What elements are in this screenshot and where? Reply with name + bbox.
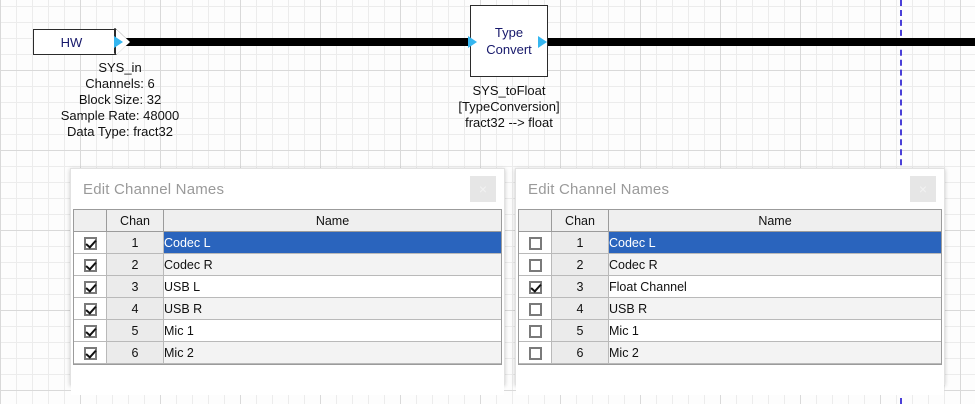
signal-wire-convert-out[interactable] — [544, 38, 975, 46]
row-checkbox-cell[interactable] — [519, 275, 552, 298]
table-row[interactable]: 5 Mic 1 — [519, 319, 941, 342]
row-checkbox-cell[interactable] — [74, 231, 107, 254]
row-chan-cell: 4 — [106, 297, 164, 320]
checkbox-icon[interactable] — [83, 324, 97, 338]
table-header-row: Chan Name — [74, 210, 501, 232]
close-icon[interactable]: × — [910, 176, 936, 202]
close-icon[interactable]: × — [470, 176, 496, 202]
row-checkbox-cell[interactable] — [74, 319, 107, 342]
row-checkbox-cell[interactable] — [519, 341, 552, 364]
row-chan-cell: 5 — [551, 319, 609, 342]
column-header-name[interactable]: Name — [608, 210, 941, 232]
row-checkbox-cell[interactable] — [74, 275, 107, 298]
checkbox-icon[interactable] — [83, 346, 97, 360]
dialog-title-right: Edit Channel Names — [528, 180, 670, 198]
row-name-cell[interactable]: Mic 2 — [163, 341, 501, 364]
row-name-cell[interactable]: Float Channel — [608, 275, 941, 298]
row-checkbox-cell[interactable] — [74, 253, 107, 276]
block-type-convert-label-line1: Type — [494, 25, 524, 40]
checkbox-icon[interactable] — [528, 346, 542, 360]
output-port-icon-type-convert[interactable] — [538, 36, 547, 48]
row-name-cell[interactable]: USB L — [163, 275, 501, 298]
row-chan-cell: 4 — [551, 297, 609, 320]
channel-rows-right: 1 Codec L 2 Codec R 3 Float Channel — [519, 231, 941, 364]
block-hw-nose — [116, 29, 130, 55]
checkbox-icon[interactable] — [528, 302, 542, 316]
row-name-cell[interactable]: Codec R — [608, 253, 941, 276]
table-row[interactable]: 5 Mic 1 — [74, 319, 501, 342]
checkbox-icon[interactable] — [528, 280, 542, 294]
row-checkbox-cell[interactable] — [519, 319, 552, 342]
column-header-chan[interactable]: Chan — [106, 210, 164, 232]
dialog-titlebar-right[interactable]: Edit Channel Names × — [516, 169, 944, 209]
block-type-convert[interactable]: Type Convert — [470, 5, 548, 77]
table-row[interactable]: 4 USB R — [74, 297, 501, 320]
row-chan-cell: 3 — [551, 275, 609, 298]
block-hw-label: HW — [60, 34, 83, 50]
checkbox-icon[interactable] — [83, 236, 97, 250]
checkbox-icon[interactable] — [528, 324, 542, 338]
block-hw-source[interactable]: HW — [33, 29, 117, 55]
block-type-convert-label-line2: Convert — [486, 42, 532, 57]
channel-grid-left[interactable]: Chan Name 1 Codec L 2 Codec R — [73, 209, 502, 365]
dialog-footer-left — [71, 369, 504, 395]
caption-line-conversion: fract32 --> float — [465, 115, 553, 130]
dialog-footer-right — [516, 369, 944, 395]
column-header-chan[interactable]: Chan — [551, 210, 609, 232]
row-chan-cell: 1 — [106, 231, 164, 254]
checkbox-icon[interactable] — [83, 258, 97, 272]
row-chan-cell: 6 — [106, 341, 164, 364]
dialog-titlebar-left[interactable]: Edit Channel Names × — [71, 169, 504, 209]
caption-line-name: SYS_toFloat — [472, 83, 546, 98]
block-type-convert-caption: SYS_toFloat[TypeConversion]fract32 --> f… — [409, 83, 609, 131]
row-checkbox-cell[interactable] — [519, 297, 552, 320]
row-chan-cell: 5 — [106, 319, 164, 342]
row-name-cell[interactable]: USB R — [608, 297, 941, 320]
row-name-cell[interactable]: Codec R — [163, 253, 501, 276]
table-header-row: Chan Name — [519, 210, 941, 232]
channel-rows-left: 1 Codec L 2 Codec R 3 USB L — [74, 231, 501, 364]
block-hw-caption: SYS_in Channels: 6 Block Size: 32 Sample… — [60, 60, 180, 139]
row-chan-cell: 2 — [551, 253, 609, 276]
checkbox-icon[interactable] — [528, 236, 542, 250]
dialog-edit-channel-names-right[interactable]: Edit Channel Names × Chan Name 1 Codec L — [515, 168, 945, 395]
signal-wire-source-to-convert[interactable] — [124, 38, 474, 46]
row-name-cell[interactable]: Codec L — [608, 231, 941, 254]
caption-line-type: [TypeConversion] — [458, 99, 560, 114]
row-name-cell[interactable]: Codec L — [163, 231, 501, 254]
row-checkbox-cell[interactable] — [519, 231, 552, 254]
table-row[interactable]: 6 Mic 2 — [74, 341, 501, 364]
table-row[interactable]: 1 Codec L — [519, 231, 941, 254]
table-row[interactable]: 3 Float Channel — [519, 275, 941, 298]
table-row[interactable]: 1 Codec L — [74, 231, 501, 254]
row-chan-cell: 6 — [551, 341, 609, 364]
channel-grid-right[interactable]: Chan Name 1 Codec L 2 Codec R — [518, 209, 942, 365]
column-header-check[interactable] — [519, 210, 552, 232]
output-port-icon-hw[interactable] — [114, 36, 123, 48]
table-row[interactable]: 3 USB L — [74, 275, 501, 298]
column-header-name[interactable]: Name — [163, 210, 501, 232]
table-row[interactable]: 2 Codec R — [519, 253, 941, 276]
row-name-cell[interactable]: Mic 1 — [163, 319, 501, 342]
row-chan-cell: 3 — [106, 275, 164, 298]
row-name-cell[interactable]: Mic 1 — [608, 319, 941, 342]
row-name-cell[interactable]: USB R — [163, 297, 501, 320]
table-row[interactable]: 6 Mic 2 — [519, 341, 941, 364]
row-chan-cell: 2 — [106, 253, 164, 276]
row-chan-cell: 1 — [551, 231, 609, 254]
row-checkbox-cell[interactable] — [519, 253, 552, 276]
table-row[interactable]: 4 USB R — [519, 297, 941, 320]
input-port-icon-type-convert[interactable] — [468, 36, 477, 48]
checkbox-icon[interactable] — [83, 280, 97, 294]
dialog-title-left: Edit Channel Names — [83, 180, 225, 198]
row-checkbox-cell[interactable] — [74, 297, 107, 320]
dialog-edit-channel-names-left[interactable]: Edit Channel Names × Chan Name 1 Codec L — [70, 168, 505, 395]
column-header-check[interactable] — [74, 210, 107, 232]
row-name-cell[interactable]: Mic 2 — [608, 341, 941, 364]
checkbox-icon[interactable] — [528, 258, 542, 272]
table-row[interactable]: 2 Codec R — [74, 253, 501, 276]
checkbox-icon[interactable] — [83, 302, 97, 316]
row-checkbox-cell[interactable] — [74, 341, 107, 364]
